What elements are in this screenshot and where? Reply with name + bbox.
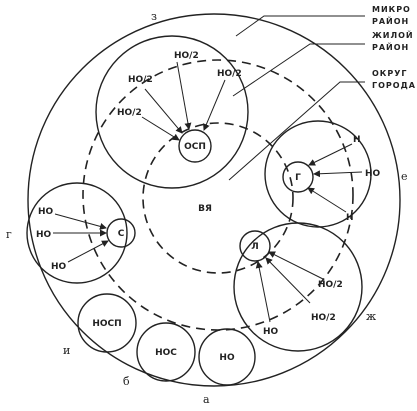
legend-residential-district-line1: ЖИЛОЙ (372, 29, 414, 40)
micro-district-right-circle (264, 120, 372, 228)
legend-micro-district-line1: МИКРО (372, 5, 411, 14)
bubble-nosp-circle (77, 293, 137, 353)
bubble-no-label: НО (219, 353, 235, 363)
inner-dashed-ring (142, 122, 294, 274)
top-input-label: НО/2 (117, 108, 142, 118)
node-left-circle (106, 218, 136, 248)
left-input-label: НО (38, 207, 54, 217)
legend-leader-micro (235, 15, 365, 37)
top-input-label: НО/2 (217, 69, 242, 79)
arrow-right (308, 143, 353, 166)
top-center-node-label: ОСП (184, 142, 206, 152)
arrow-left (67, 240, 109, 263)
legend-residential-district-line2: РАЙОН (372, 41, 409, 52)
center-label: ВЯ (198, 204, 212, 214)
right-input-label: НО (365, 169, 381, 179)
top-input-label: НО/2 (174, 51, 199, 61)
legend-micro-district-line2: РАЙОН (372, 15, 409, 26)
arrow-bottom-right (265, 257, 311, 304)
arrow-top (141, 116, 180, 141)
micro-district-bottom-right-circle (233, 222, 363, 352)
arrow-top (203, 79, 226, 131)
letter-bottom-center: а (203, 393, 210, 406)
left-center-node-label: С (118, 229, 125, 239)
arrow-right (307, 187, 347, 213)
arrow-right (313, 170, 363, 178)
right-input-label: Н (353, 135, 361, 145)
legend-leader-residential (232, 43, 365, 97)
letter-bottom-right: ж (366, 310, 376, 323)
bottom-right-input-label: НО/2 (318, 280, 343, 290)
micro-district-top-circle (95, 35, 249, 189)
bubble-no-circle (198, 328, 256, 386)
left-input-label: НО (51, 262, 67, 272)
bottom-right-input-label: НО/2 (311, 313, 336, 323)
city-district-outer-circle (27, 13, 401, 387)
legend-city-district-line1: ОКРУГ (372, 69, 407, 78)
top-input-label: НО/2 (128, 75, 153, 85)
residential-district-dashed-ring (82, 59, 354, 331)
bottom-right-center-node-label: Л (251, 242, 258, 252)
node-top-circle (178, 129, 212, 163)
bubble-nosp-label: НОСП (92, 319, 121, 329)
node-right-circle (282, 161, 314, 193)
right-input-label: Н (346, 213, 354, 223)
micro-district-left-circle (26, 182, 128, 284)
letter-left: г (6, 228, 12, 241)
legend-leader-city (228, 81, 365, 181)
letter-bottom: б (123, 375, 130, 388)
arrow-bottom-right (268, 251, 324, 280)
right-center-node-label: Г (295, 173, 301, 183)
legend-city-district-line2: ГОРОДА (372, 81, 416, 90)
letter-top: з (151, 10, 157, 23)
arrow-bottom-right (255, 261, 271, 323)
letter-right: е (401, 170, 408, 183)
arrow-top (176, 61, 192, 130)
arrow-left (54, 213, 107, 230)
arrow-top (144, 88, 183, 134)
letter-bottom-left: и (63, 344, 70, 357)
left-input-label: НО (36, 230, 52, 240)
bottom-right-input-label: НО (263, 327, 279, 337)
bubble-nos-label: НОС (155, 348, 177, 358)
node-bottom-right-circle (239, 230, 271, 262)
bubble-nos-circle (136, 322, 196, 382)
